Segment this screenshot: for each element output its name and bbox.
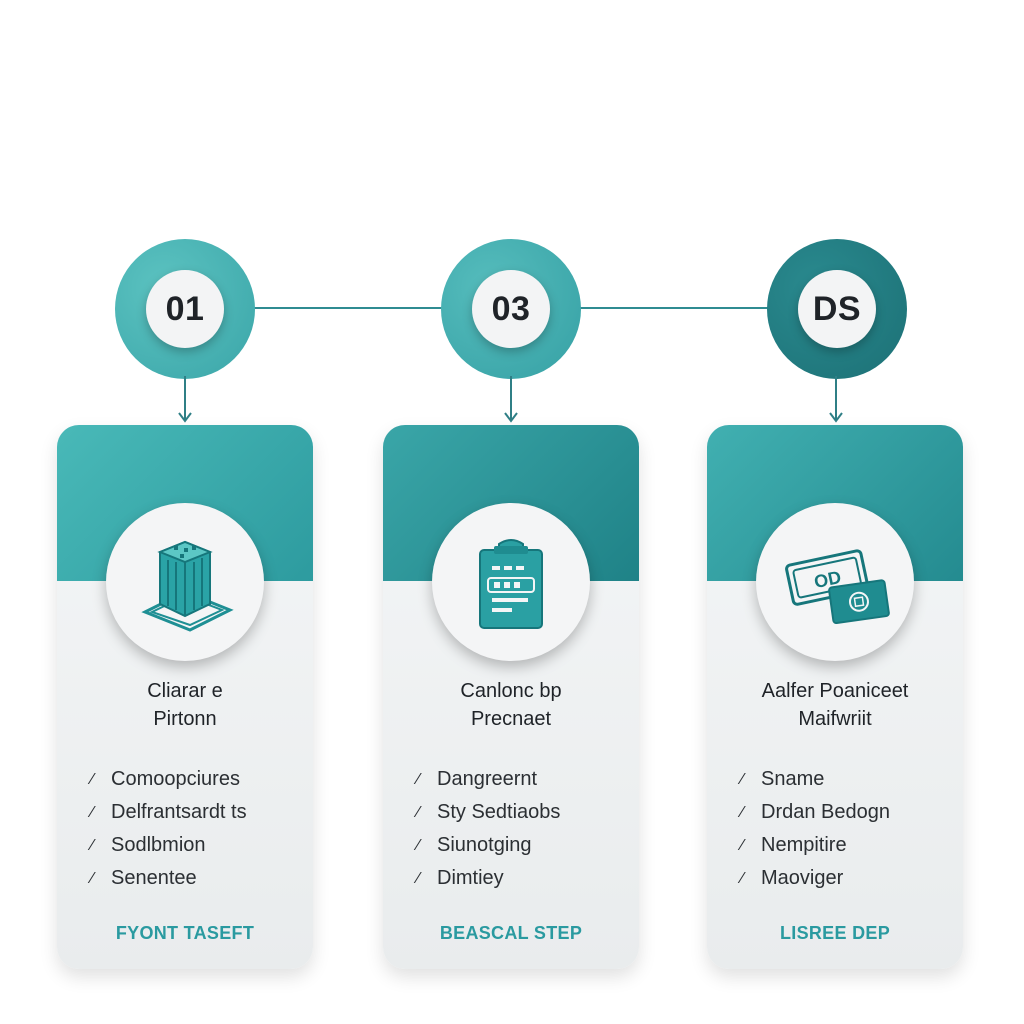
check-icon: ∕ — [417, 836, 420, 854]
check-icon: ∕ — [741, 770, 744, 788]
bullet-text: Siunotging — [437, 834, 532, 856]
step-card-3: OD Aalfer Poaniceet Maifwriit ∕ Sname ∕ Dr… — [707, 425, 963, 969]
list-item: ∕ Drdan Bedogn — [741, 796, 890, 829]
list-item: ∕ Dimtiey — [417, 862, 560, 895]
check-icon: ∕ — [741, 836, 744, 854]
clipboard-icon — [479, 539, 543, 629]
bullet-text: Maoviger — [761, 867, 844, 889]
card-footer-label: FYONT TASEFT — [115, 923, 255, 943]
card-title-line-1: Cliarar e — [147, 680, 223, 702]
check-icon: ∕ — [91, 869, 94, 887]
list-item: ∕ Nempitire — [741, 829, 890, 862]
down-arrow-icon-2 — [504, 376, 518, 423]
list-item: ∕ Delfrantsardt ts — [91, 796, 247, 829]
connector-line-1-2 — [253, 307, 443, 309]
step-number-2: 03 — [472, 270, 550, 348]
card-title: Canlonc bp Precnaet — [383, 677, 639, 733]
connector-line-2-3 — [579, 307, 769, 309]
check-icon: ∕ — [91, 836, 94, 854]
card-icon-badge: OD — [756, 503, 914, 661]
server-rack-icon — [141, 540, 234, 632]
bullet-text: Dimtiey — [437, 867, 504, 889]
check-icon: ∕ — [741, 803, 744, 821]
list-item: ∕ Sty Sedtiaobs — [417, 796, 560, 829]
card-footer-label: LISREE DEP — [779, 923, 891, 943]
step-circle-1: 01 — [115, 239, 255, 379]
card-footer-label: BEASCAL STEP — [439, 923, 583, 943]
money-bills-icon: OD — [785, 549, 890, 625]
list-item: ∕ Comoopciures — [91, 763, 247, 796]
card-title-line-2: Pirtonn — [153, 708, 217, 730]
bullet-text: Drdan Bedogn — [761, 801, 890, 823]
bullet-text: Senentee — [111, 867, 197, 889]
step-circle-2: 03 — [441, 239, 581, 379]
check-icon: ∕ — [417, 869, 420, 887]
bullet-list: ∕ Dangreernt ∕ Sty Sedtiaobs ∕ Siunotging ∕… — [417, 763, 560, 895]
step-card-1: Cliarar e Pirtonn ∕ Comoopciures ∕ Delfran… — [57, 425, 313, 969]
bullet-text: Sodlbmion — [111, 834, 206, 856]
card-icon-badge — [432, 503, 590, 661]
bullet-text: Sty Sedtiaobs — [437, 801, 561, 823]
step-number-1: 01 — [146, 270, 224, 348]
card-icon-badge — [106, 503, 264, 661]
list-item: ∕ Maoviger — [741, 862, 890, 895]
card-title-line-1: Aalfer Poaniceet — [761, 680, 909, 702]
list-item: ∕ Siunotging — [417, 829, 560, 862]
check-icon: ∕ — [91, 770, 94, 788]
check-icon: ∕ — [741, 869, 744, 887]
bullet-list: ∕ Comoopciures ∕ Delfrantsardt ts ∕ Sodlbmi… — [91, 763, 247, 895]
card-title: Cliarar e Pirtonn — [57, 677, 313, 733]
bullet-text: Nempitire — [761, 834, 847, 856]
bullet-text: Delfrantsardt ts — [111, 801, 247, 823]
card-title-line-2: Precnaet — [470, 708, 552, 730]
bullet-list: ∕ Sname ∕ Drdan Bedogn ∕ Nempitire ∕ Maovige… — [741, 763, 890, 895]
list-item: ∕ Senentee — [91, 862, 247, 895]
card-title-line-1: Canlonc bp — [460, 680, 562, 702]
bullet-text: Sname — [761, 768, 825, 790]
down-arrow-icon-3 — [829, 376, 843, 423]
step-circle-3: DS — [767, 239, 907, 379]
card-title: Aalfer Poaniceet Maifwriit — [707, 677, 963, 733]
step-card-2: Canlonc bp Precnaet ∕ Dangreernt ∕ Sty Sed… — [383, 425, 639, 969]
list-item: ∕ Sname — [741, 763, 890, 796]
bullet-text: Dangreernt — [437, 768, 538, 790]
down-arrow-icon-1 — [178, 376, 192, 423]
card-title-line-2: Maifwriit — [798, 708, 872, 730]
check-icon: ∕ — [91, 803, 94, 821]
step-number-3: DS — [798, 270, 876, 348]
bullet-text: Comoopciures — [111, 768, 240, 790]
list-item: ∕ Sodlbmion — [91, 829, 247, 862]
check-icon: ∕ — [417, 803, 420, 821]
list-item: ∕ Dangreernt — [417, 763, 560, 796]
check-icon: ∕ — [417, 770, 420, 788]
